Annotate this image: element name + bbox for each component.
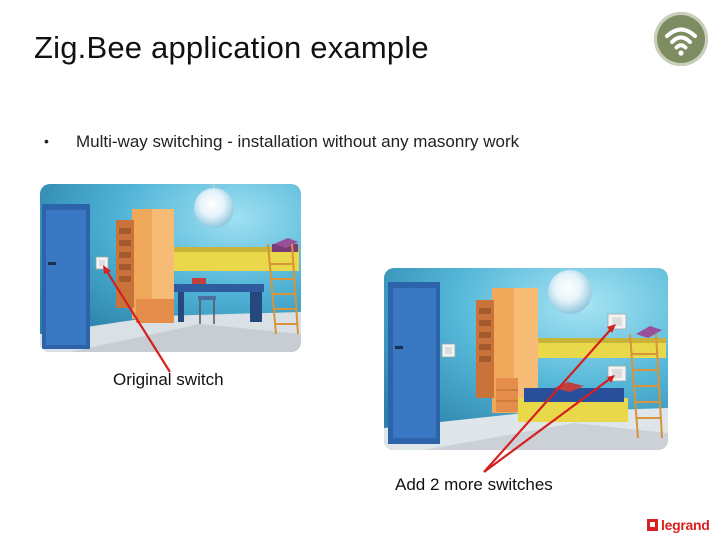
arrow-head-upper [607,324,616,333]
legrand-logo-mark [647,519,658,531]
room-photo-added-switches [384,268,668,450]
bullet-text: Multi-way switching - installation witho… [76,132,520,151]
arrow-head-lower [607,375,615,383]
caption-original-switch: Original switch [113,370,224,389]
bullet-icon: • [44,133,49,149]
arrow-to-upper-switch [483,327,613,473]
slide-title: Zig.Bee application example [34,30,429,65]
room-photo-original [40,184,301,352]
legrand-logo-text: legrand [661,517,710,533]
wifi-icon [654,12,708,66]
arrow-to-lower-switch [483,377,612,473]
arrow-head-original [103,265,111,274]
caption-added-switches: Add 2 more switches [395,475,553,494]
arrow-to-original-switch [105,269,171,373]
legrand-logo: legrand [647,517,710,533]
